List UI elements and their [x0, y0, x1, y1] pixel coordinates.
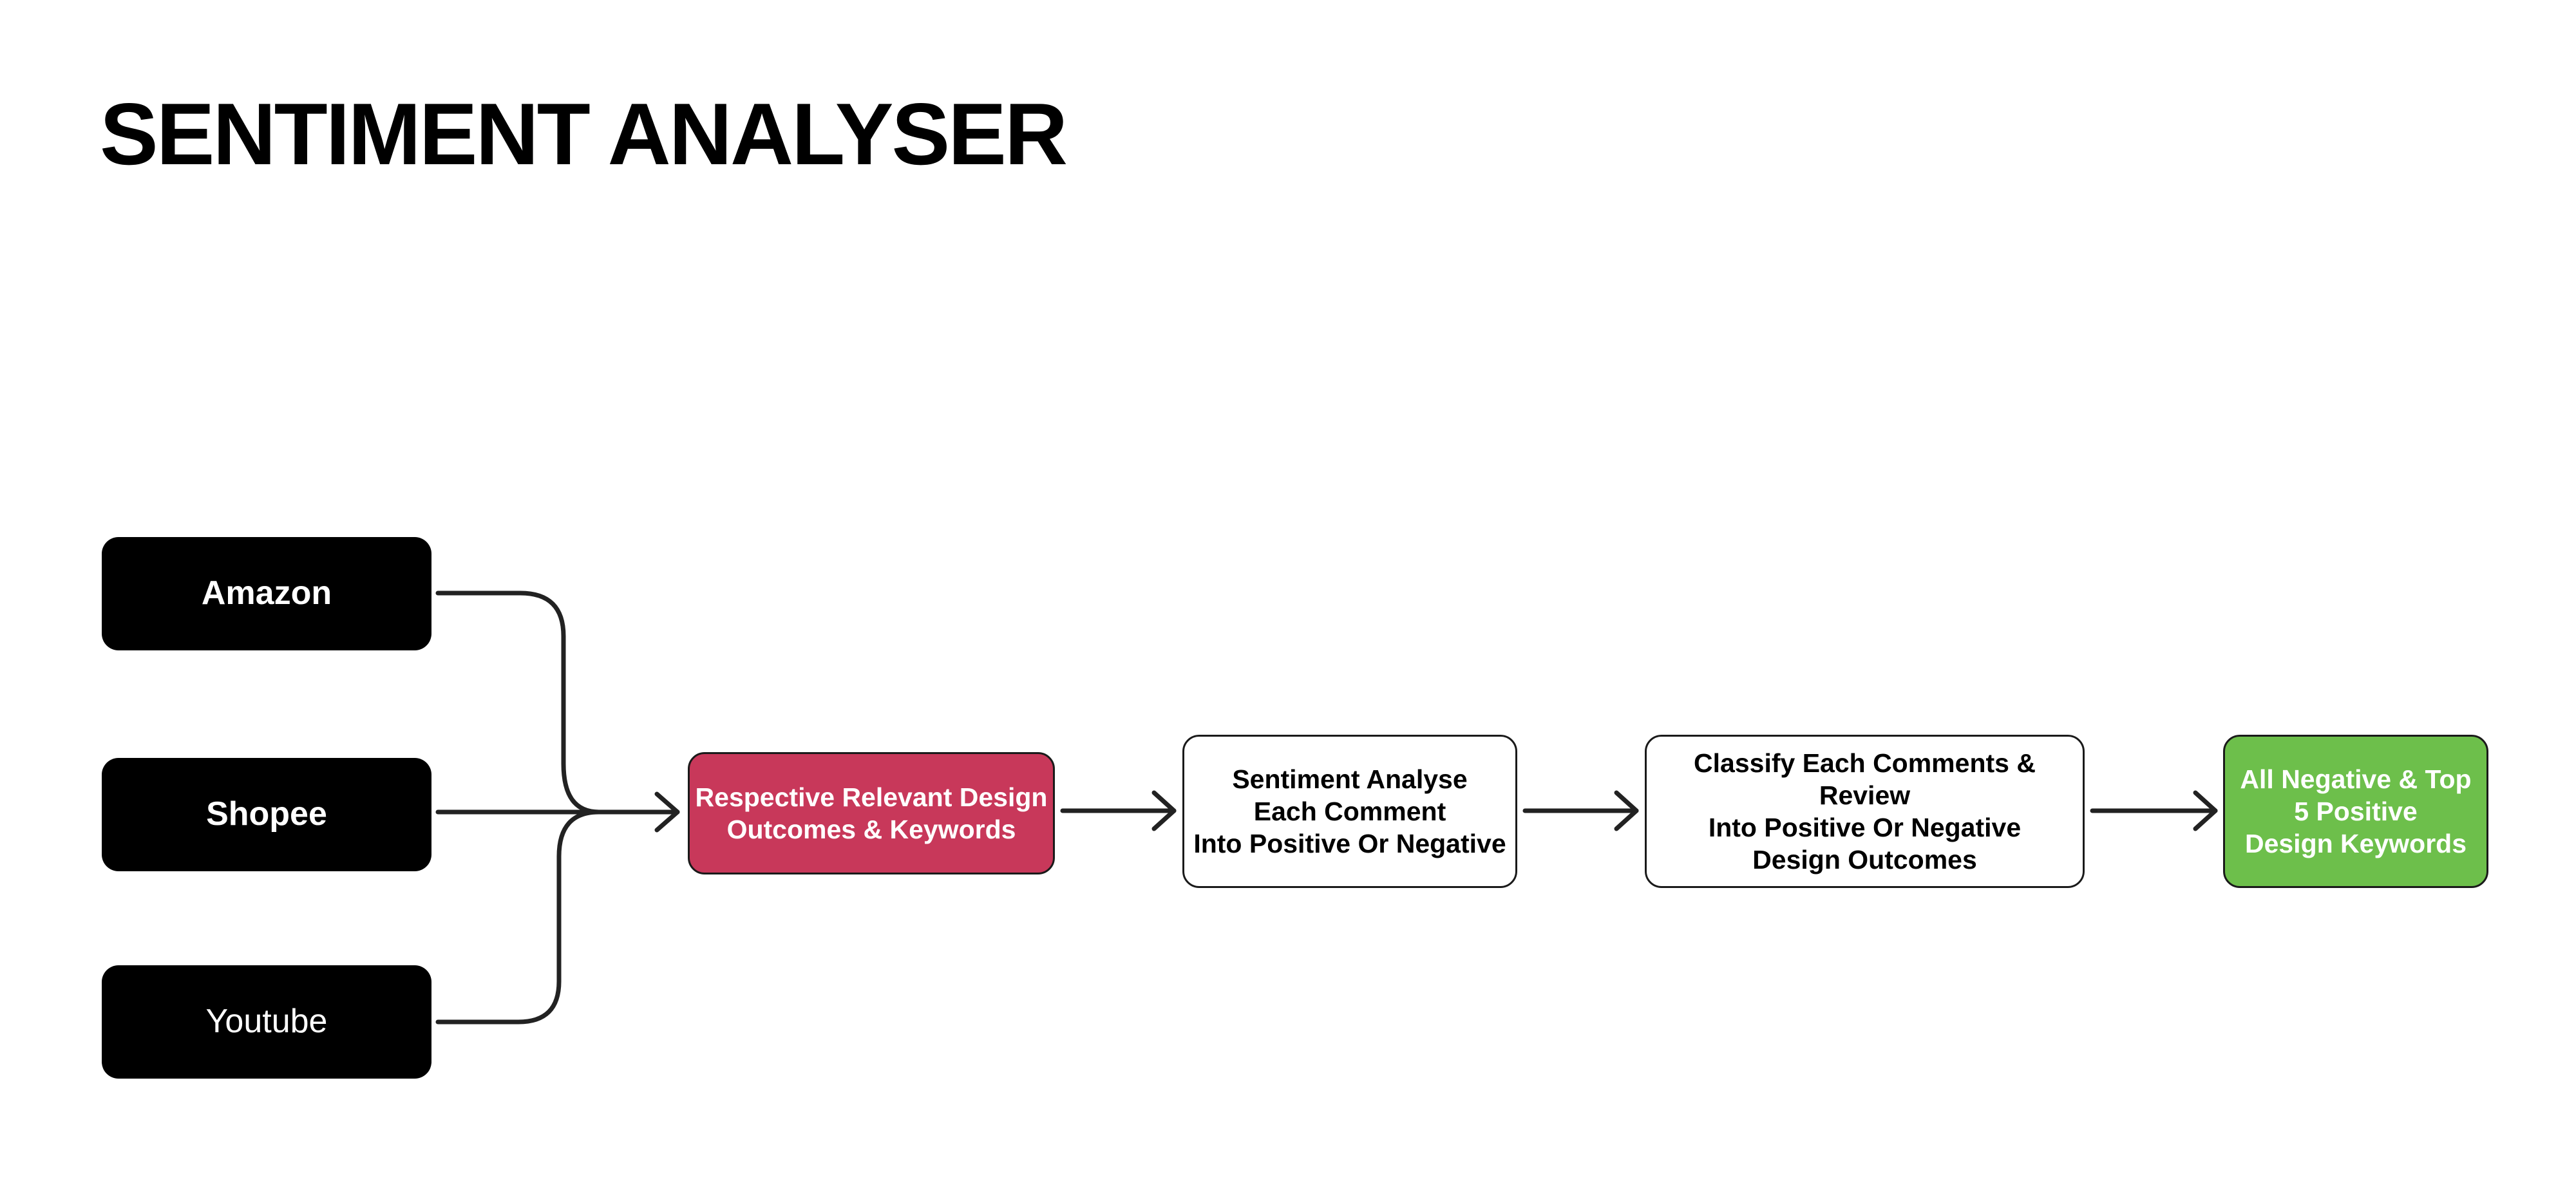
page-title: SENTIMENT ANALYSER	[100, 85, 1068, 183]
source-shopee: Shopee	[102, 758, 431, 871]
step-classify-comments: Classify Each Comments & Review Into Pos…	[1645, 735, 2085, 888]
source-amazon: Amazon	[102, 537, 431, 650]
arrow-sentiment-to-classify-head	[1614, 790, 1639, 831]
step-design-keywords: Respective Relevant Design Outcomes & Ke…	[688, 752, 1055, 874]
source-amazon-label: Amazon	[201, 574, 332, 612]
step-design-keywords-label: Respective Relevant Design Outcomes & Ke…	[695, 782, 1048, 844]
source-shopee-label: Shopee	[206, 795, 327, 833]
step-output-keywords-label: All Negative & Top 5 Positive Design Key…	[2240, 764, 2472, 858]
source-youtube-label: Youtube	[205, 1003, 328, 1041]
youtube-connector	[435, 809, 601, 1025]
step-sentiment-analyse-label: Sentiment Analyse Each Comment Into Posi…	[1193, 764, 1506, 858]
amazon-connector	[435, 590, 601, 815]
source-youtube: Youtube	[102, 965, 431, 1079]
step-classify-comments-label: Classify Each Comments & Review Into Pos…	[1694, 748, 2036, 875]
arrow-keywords-to-sentiment-head	[1151, 790, 1177, 831]
arrow-classify-to-output-head	[2193, 790, 2218, 831]
merge-arrowhead	[654, 791, 680, 833]
step-sentiment-analyse: Sentiment Analyse Each Comment Into Posi…	[1182, 735, 1517, 888]
step-output-keywords: All Negative & Top 5 Positive Design Key…	[2223, 735, 2488, 888]
